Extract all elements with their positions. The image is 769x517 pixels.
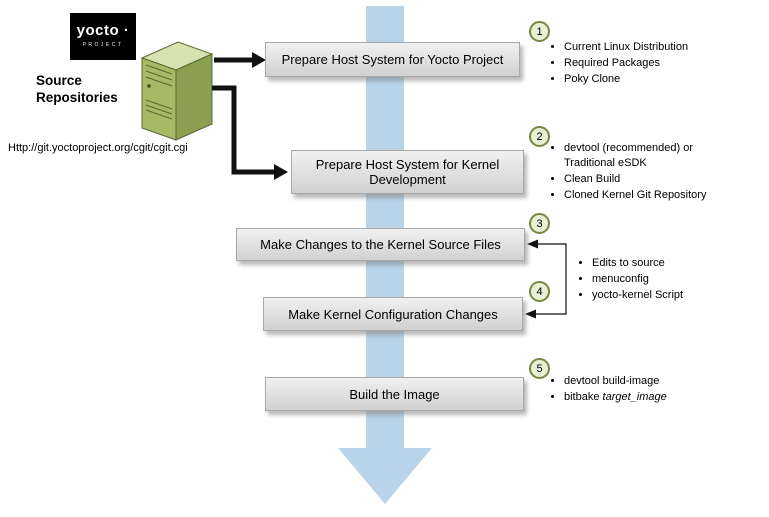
bullet-item: Edits to source [592,256,747,271]
step1-bullet-list: Current Linux Distribution Required Pack… [551,40,759,88]
step-number-4: 4 [529,281,550,302]
bullet-item: Current Linux Distribution [564,40,759,55]
bullet-item: menuconfig [592,272,747,287]
steps-3-4-shared-bullet-list: Edits to source menuconfig yocto-kernel … [579,256,747,304]
bullet-item: yocto-kernel Script [592,288,747,303]
step-number-1: 1 [529,21,550,42]
bullet-item: Required Packages [564,56,759,71]
step-box-prepare-host-kernel: Prepare Host System for Kernel Developme… [291,150,524,194]
bracket-steps-3-4 [535,243,567,315]
bullet-text-italic: target_image [602,391,667,403]
arrow-head-step4 [525,309,536,319]
step-box-prepare-host-yocto: Prepare Host System for Yocto Project [265,42,520,77]
source-repositories-label: Source Repositories [36,73,118,105]
step2-bullet-list: devtool (recommended) or Traditional eSD… [551,141,732,204]
bullet-item: Poky Clone [564,72,759,87]
step-box-make-source-changes: Make Changes to the Kernel Source Files [236,228,525,261]
bullet-item: bitbake target_image [564,390,749,405]
step-number-2: 2 [529,126,550,147]
server-drive-bays [145,64,173,87]
flow-arrow-body [366,6,404,448]
yocto-logo-title: yocto · [76,22,130,39]
arrow-head-step2 [274,164,288,180]
repository-url: Http://git.yoctoproject.org/cgit/cgit.cg… [8,142,188,154]
bullet-item: devtool (recommended) or Traditional eSD… [564,141,732,171]
flow-arrow-head [338,448,432,504]
bullet-text-prefix: bitbake [564,391,603,403]
bullet-item: Cloned Kernel Git Repository [564,188,732,203]
bullet-item: Clean Build [564,172,732,187]
step-number-5: 5 [529,358,550,379]
server-icon [140,41,214,141]
step5-bullet-list: devtool build-image bitbake target_image [551,374,749,406]
arrow-head-step1 [252,52,266,68]
step-number-3: 3 [529,213,550,234]
arrow-server-to-step2 [212,85,274,175]
server-power-button [147,84,151,88]
server-front-face [141,57,177,141]
server-vents [145,99,173,120]
arrow-head-step3 [527,239,538,249]
step-box-make-config-changes: Make Kernel Configuration Changes [263,297,523,331]
yocto-logo-subtitle: PROJECT [82,42,124,48]
step-box-build-image: Build the Image [265,377,524,411]
yocto-logo: yocto · PROJECT [70,13,136,60]
bullet-item: devtool build-image [564,374,749,389]
